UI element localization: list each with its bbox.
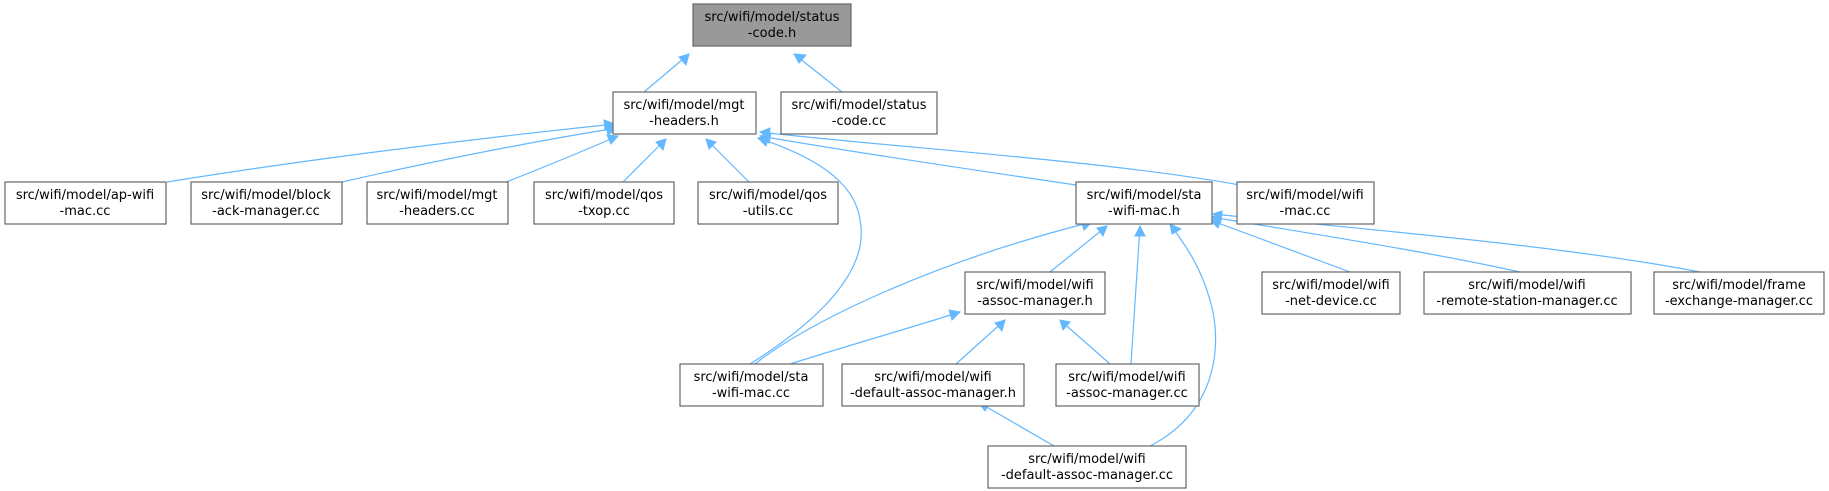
- node-wifi-remote-station-manager-cc[interactable]: src/wifi/model/wifi -remote-station-mana…: [1423, 271, 1632, 315]
- node-line2: -txop.cc: [578, 204, 630, 219]
- node-line1: src/wifi/model/wifi: [1272, 278, 1389, 293]
- node-mgt-headers-cc[interactable]: src/wifi/model/mgt -headers.cc: [366, 181, 509, 225]
- node-line2: -utils.cc: [743, 204, 793, 219]
- node-line2: -default-assoc-manager.h: [850, 386, 1016, 401]
- node-line2: -headers.cc: [399, 204, 475, 219]
- node-ap-wifi-mac-cc[interactable]: src/wifi/model/ap-wifi -mac.cc: [4, 181, 167, 225]
- edge-sta-wifi-mac-h-to-wifi-assoc-manager-cc: [1130, 224, 1146, 365]
- node-line2: -default-assoc-manager.cc: [1001, 468, 1173, 483]
- node-line1: src/wifi/model/status: [705, 10, 840, 25]
- edge-mgt-headers-h-to-qos-txop-cc: [622, 138, 667, 183]
- node-line2: -code.h: [748, 26, 796, 41]
- node-line1: src/wifi/model/wifi: [874, 370, 991, 385]
- node-line2: -net-device.cc: [1285, 294, 1377, 309]
- edge-wifi-assoc-manager-h-to-wifi-assoc-manager-cc: [1059, 319, 1111, 365]
- node-line2: -ack-manager.cc: [212, 204, 320, 219]
- graph-nodes: src/wifi/model/status -code.h src/wifi/m…: [4, 3, 1825, 489]
- node-line1: src/wifi/model/mgt: [376, 188, 497, 203]
- node-line1: src/wifi/model/block: [201, 188, 331, 203]
- edge-wifi-default-assoc-manager-h-to-wifi-default-assoc-manager-cc: [976, 401, 1055, 447]
- edge-mgt-headers-h-to-wifi-mac-cc: [758, 127, 1241, 186]
- node-wifi-assoc-manager-cc[interactable]: src/wifi/model/wifi -assoc-manager.cc: [1055, 363, 1200, 407]
- node-line1: src/wifi/model/ap-wifi: [16, 188, 154, 203]
- edge-sta-wifi-mac-h-to-wifi-default-assoc-manager-cc: [1149, 223, 1217, 447]
- edge-status-code-h-to-mgt-headers-h: [643, 53, 690, 93]
- node-wifi-default-assoc-manager-h[interactable]: src/wifi/model/wifi -default-assoc-manag…: [841, 363, 1025, 407]
- node-line1: src/wifi/model/wifi: [1068, 370, 1185, 385]
- node-status-code-cc[interactable]: src/wifi/model/status -code.cc: [780, 91, 938, 135]
- node-line1: src/wifi/model/wifi: [1028, 452, 1145, 467]
- node-mgt-headers-h[interactable]: src/wifi/model/mgt -headers.h: [612, 91, 757, 135]
- node-sta-wifi-mac-cc[interactable]: src/wifi/model/sta -wifi-mac.cc: [679, 363, 824, 407]
- node-line1: src/wifi/model/status: [792, 98, 927, 113]
- node-line2: -code.cc: [832, 114, 886, 129]
- node-sta-wifi-mac-h[interactable]: src/wifi/model/sta -wifi-mac.h: [1075, 181, 1213, 225]
- node-status-code-h[interactable]: src/wifi/model/status -code.h: [692, 3, 852, 47]
- node-line2: -mac.cc: [1280, 204, 1331, 219]
- node-line1: src/wifi/model/wifi: [1246, 188, 1363, 203]
- node-qos-txop-cc[interactable]: src/wifi/model/qos -txop.cc: [533, 181, 675, 225]
- edge-status-code-h-to-status-code-cc: [793, 53, 843, 93]
- edge-sta-wifi-mac-h-to-wifi-net-device-cc: [1208, 218, 1351, 273]
- node-line2: -exchange-manager.cc: [1665, 294, 1813, 309]
- node-line1: src/wifi/model/frame: [1672, 278, 1806, 293]
- node-line2: -wifi-mac.h: [1108, 204, 1180, 219]
- node-block-ack-manager-cc[interactable]: src/wifi/model/block -ack-manager.cc: [190, 181, 343, 225]
- node-line1: src/wifi/model/qos: [545, 188, 663, 203]
- node-frame-exchange-manager-cc[interactable]: src/wifi/model/frame -exchange-manager.c…: [1653, 271, 1825, 315]
- node-wifi-net-device-cc[interactable]: src/wifi/model/wifi -net-device.cc: [1261, 271, 1401, 315]
- node-qos-utils-cc[interactable]: src/wifi/model/qos -utils.cc: [697, 181, 839, 225]
- node-line2: -mac.cc: [60, 204, 111, 219]
- edge-mgt-headers-h-to-mgt-headers-cc: [505, 134, 620, 183]
- node-line2: -headers.h: [649, 114, 719, 129]
- edge-wifi-assoc-manager-h-to-wifi-default-assoc-manager-h: [955, 319, 1006, 365]
- node-wifi-mac-cc[interactable]: src/wifi/model/wifi -mac.cc: [1236, 181, 1375, 225]
- node-line2: -remote-station-manager.cc: [1436, 294, 1617, 309]
- edge-mgt-headers-h-to-ap-wifi-mac-cc: [166, 119, 617, 183]
- node-line2: -assoc-manager.h: [977, 294, 1093, 309]
- node-wifi-assoc-manager-h[interactable]: src/wifi/model/wifi -assoc-manager.h: [964, 271, 1106, 315]
- edge-sta-wifi-mac-h-to-wifi-assoc-manager-h: [1049, 225, 1108, 273]
- edge-mgt-headers-h-to-sta-wifi-mac-cc: [749, 135, 862, 365]
- edge-wifi-assoc-manager-h-to-sta-wifi-mac-cc: [789, 309, 962, 365]
- edge-mgt-headers-h-to-qos-utils-cc: [705, 138, 750, 183]
- node-line1: src/wifi/model/sta: [1087, 188, 1202, 203]
- node-line1: src/wifi/model/wifi: [1468, 278, 1585, 293]
- node-line1: src/wifi/model/sta: [694, 370, 809, 385]
- node-line1: src/wifi/model/mgt: [623, 98, 744, 113]
- node-line2: -wifi-mac.cc: [712, 386, 790, 401]
- node-wifi-default-assoc-manager-cc[interactable]: src/wifi/model/wifi -default-assoc-manag…: [987, 445, 1187, 489]
- node-line1: src/wifi/model/wifi: [976, 278, 1093, 293]
- node-line1: src/wifi/model/qos: [709, 188, 827, 203]
- node-line2: -assoc-manager.cc: [1066, 386, 1188, 401]
